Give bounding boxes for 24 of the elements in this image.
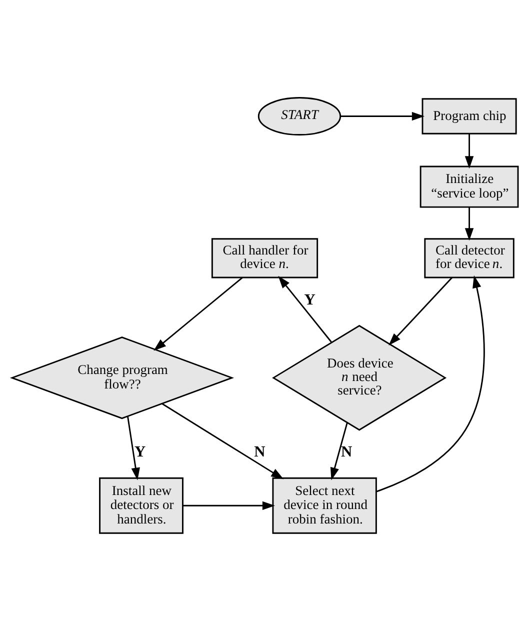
- node-box: Call detector for device n.: [424, 238, 514, 278]
- arrow: [162, 402, 284, 479]
- edge-label: Y: [304, 290, 316, 308]
- arrow: [340, 111, 424, 120]
- node-box: Initialize “service loop”: [420, 165, 519, 208]
- edge-label: Y: [134, 443, 146, 460]
- arrow: [182, 500, 275, 510]
- arrow: [278, 275, 332, 342]
- node-box: Install new detectors or handlers.: [99, 476, 184, 534]
- arrow: [127, 416, 140, 480]
- node-diamond: Does device n need service?: [272, 324, 447, 430]
- edge-label: N: [340, 443, 352, 460]
- node-box: Call handler for device n.: [211, 238, 318, 278]
- edge-label: N: [254, 443, 266, 460]
- arrow: [388, 276, 453, 345]
- node-diamond: Change program flow??: [10, 336, 234, 419]
- arrow: [330, 422, 348, 480]
- arrow: [376, 274, 485, 492]
- arrow: [464, 133, 474, 168]
- node-box: Select next device in round robin fashion.: [272, 476, 377, 534]
- arrow: [154, 276, 243, 350]
- node-ellipse: START: [258, 96, 342, 135]
- arrow: [464, 206, 474, 240]
- node-box: Program chip: [422, 98, 517, 134]
